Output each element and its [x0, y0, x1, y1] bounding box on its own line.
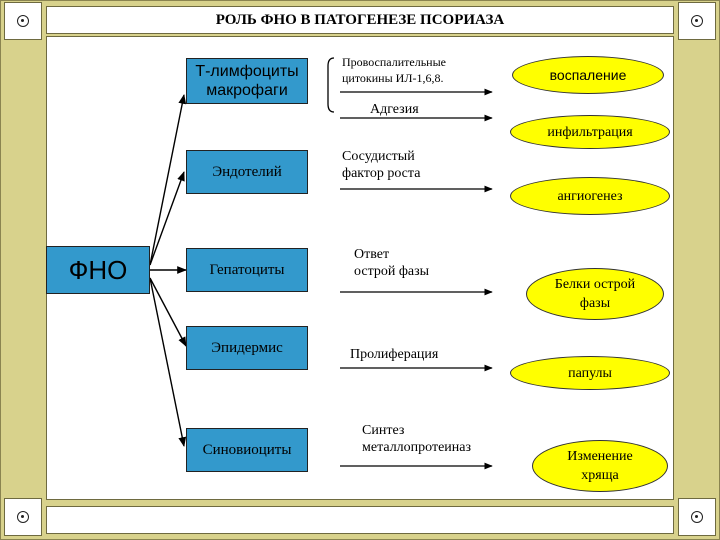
arrow-fno-to-synoviocytes [149, 277, 187, 447]
mediator-line: Адгезия [370, 102, 419, 117]
corner-ornament-top-left [4, 2, 42, 40]
corner-ornament-bottom-left [4, 498, 42, 536]
source-box: ФНО [46, 246, 150, 294]
cell-box-synoviocytes: Синовиоциты [186, 428, 308, 472]
slide-title: РОЛЬ ФНО В ПАТОГЕНЕЗЕ ПСОРИАЗА [46, 6, 674, 34]
effect-angiogenesis: ангиогенез [510, 177, 670, 215]
effect-label: папулы [568, 365, 612, 381]
source-label: ФНО [68, 254, 128, 285]
cell-label: Эпидермис [211, 339, 283, 356]
mediator-growth-factor: Сосудистый фактор роста [342, 148, 420, 182]
arrow-fno-to-t-cells [149, 94, 187, 266]
mediator-line: Синтез [362, 423, 405, 438]
mediator-line: металлопротеиназ [362, 440, 472, 455]
mediator-mmp-synthesis: Синтез металлопротеиназ [362, 422, 471, 456]
mediator-cytokines: Провоспалительные цитокины ИЛ-1,6,8. [342, 54, 446, 86]
ring-icon [691, 15, 703, 27]
cell-label-line: Т-лимфоциты [195, 63, 299, 80]
mediator-line: острой фазы [354, 264, 430, 279]
effect-label-line: фазы [579, 296, 611, 311]
cell-box-t-cells: Т-лимфоциты макрофаги [186, 58, 308, 104]
effect-papules: папулы [510, 356, 670, 390]
bottom-bar [46, 506, 674, 534]
cell-label: Гепатоциты [209, 261, 285, 278]
effect-cartilage-change: Изменение хряща [532, 440, 668, 492]
ring-icon [691, 511, 703, 523]
mediator-adhesion: Адгезия [370, 101, 419, 118]
cell-label: Эндотелий [212, 163, 282, 180]
cell-box-epidermis: Эпидермис [186, 326, 308, 370]
cell-box-hepatocytes: Гепатоциты [186, 248, 308, 292]
mediator-line: Пролиферация [350, 347, 439, 362]
arrow-fno-to-epidermis [149, 277, 187, 347]
effect-acute-phase-proteins: Белки острой фазы [526, 268, 664, 320]
effect-inflammation: воспаление [512, 56, 664, 94]
mediator-proliferation: Пролиферация [350, 346, 438, 363]
effect-label: ангиогенез [557, 188, 623, 204]
corner-ornament-bottom-right [678, 498, 716, 536]
effect-label: инфильтрация [547, 124, 633, 140]
effect-label-line: Белки острой [554, 277, 636, 292]
mediator-line: цитокины ИЛ-1,6,8. [342, 71, 444, 85]
cell-label-line: макрофаги [206, 82, 288, 99]
effect-infiltration: инфильтрация [510, 115, 670, 149]
content-area [46, 36, 674, 500]
mediator-acute-phase-response: Ответ острой фазы [354, 246, 429, 280]
brace-t-cells [327, 57, 335, 113]
mediator-line: Ответ [354, 247, 390, 262]
mediator-line: Сосудистый [342, 149, 415, 164]
ring-icon [17, 15, 29, 27]
ring-icon [17, 511, 29, 523]
corner-ornament-top-right [678, 2, 716, 40]
mediator-line: Провоспалительные [342, 55, 446, 69]
effect-label-line: Изменение [567, 449, 633, 464]
cell-box-endothelium: Эндотелий [186, 150, 308, 194]
arrow-fno-to-endothelium [149, 171, 185, 266]
effect-label: воспаление [549, 66, 627, 83]
effect-label-line: хряща [581, 468, 619, 483]
mediator-line: фактор роста [342, 166, 421, 181]
cell-label: Синовиоциты [202, 441, 292, 458]
